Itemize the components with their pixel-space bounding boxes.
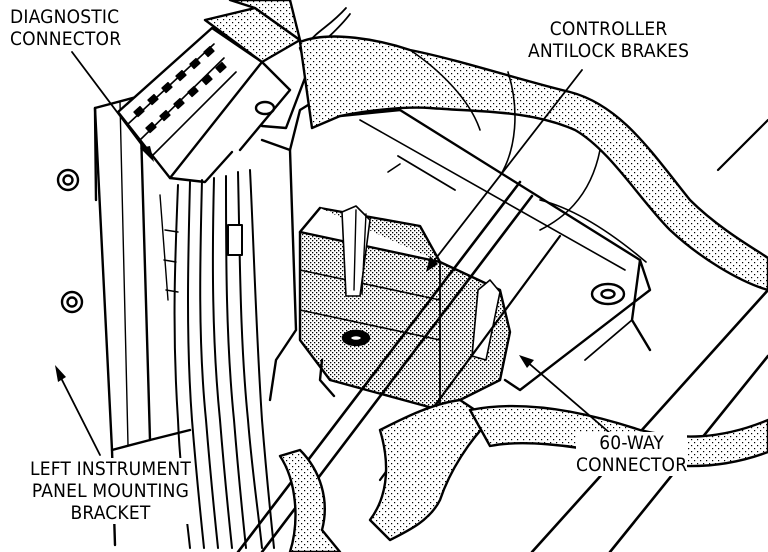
bracket-bolt-upper (56, 168, 80, 192)
upper-wiring-harness (298, 35, 768, 292)
sixty-way-connector (298, 205, 512, 412)
label-sixty-way-line2: CONNECTOR (576, 454, 688, 476)
label-diagnostic-connector-line2: CONNECTOR (10, 28, 122, 50)
label-controller-antilock-brakes: CONTROLLER ANTILOCK BRAKES (528, 18, 690, 62)
label-bracket-line3: BRACKET (70, 502, 151, 524)
arrow-left-mounting-bracket (55, 365, 66, 382)
label-diagnostic-connector-line1: DIAGNOSTIC (10, 6, 120, 28)
arrow-controller-antilock-brakes (426, 256, 438, 272)
label-bracket-line1: LEFT INSTRUMENT (30, 458, 191, 480)
label-diagnostic-connector: DIAGNOSTIC CONNECTOR (10, 6, 122, 50)
label-sixty-way-connector: 60-WAY CONNECTOR (576, 432, 688, 476)
arrow-sixty-way-connector (519, 355, 534, 368)
label-controller-line1: CONTROLLER (549, 18, 668, 40)
controller-mount-bolt (590, 282, 626, 306)
label-controller-line2: ANTILOCK BRAKES (528, 40, 690, 62)
label-left-instrument-panel-mounting-bracket: LEFT INSTRUMENT PANEL MOUNTING BRACKET (30, 458, 191, 524)
label-sixty-way-line1: 60-WAY (599, 432, 665, 454)
leader-lines (57, 51, 619, 456)
bracket-bolt-lower (60, 290, 84, 314)
diagnostic-connector-harness (203, 0, 302, 64)
label-bracket-line2: PANEL MOUNTING (31, 480, 190, 502)
lower-wiring-harness (278, 398, 768, 552)
controller-antilock-brakes (338, 108, 652, 392)
arrow-diagnostic-connector (140, 146, 154, 162)
arrowheads (55, 146, 534, 382)
connector-lock-tab (341, 329, 371, 347)
left-instrument-panel-mounting-bracket (93, 94, 192, 547)
diagnostic-connector (116, 26, 292, 184)
